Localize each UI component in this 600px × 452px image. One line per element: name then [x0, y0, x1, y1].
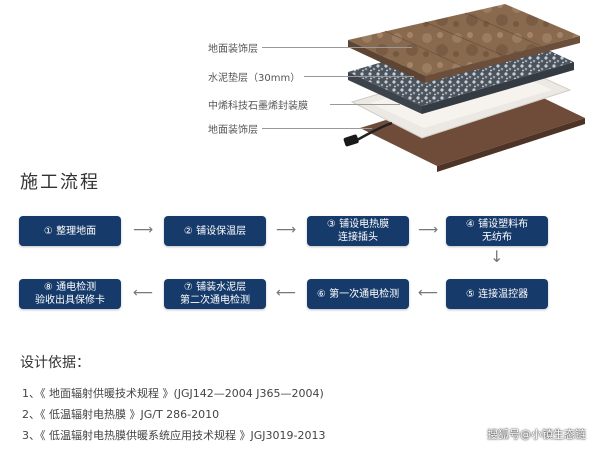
- process-title: 施工流程: [20, 172, 100, 193]
- step-3-box: ③ 铺设电热膜 连接插头: [307, 216, 409, 246]
- step-5-box: ⑤ 连接温控器: [446, 279, 548, 309]
- step-4-label: ④ 铺设塑料布 无纺布: [465, 219, 529, 243]
- layer-label-cement: 水泥垫层（30mm）: [208, 73, 301, 84]
- step-7-box: ⑦ 铺装水泥层 第二次通电检测: [164, 279, 266, 309]
- step-2-label: ② 铺设保温层: [183, 225, 247, 237]
- step-8-box: ⑧ 通电检测 验收出具保修卡: [19, 279, 121, 309]
- arrow-left-icon: ⟵: [276, 285, 297, 301]
- step-6-box: ⑥ 第一次通电检测: [307, 279, 409, 309]
- arrow-right-icon: ⟶: [133, 222, 154, 238]
- basis-item-2: 2、《 低温辐射电热膜 》JG/T 286-2010: [22, 408, 220, 421]
- layer-label-tile: 地面装饰层: [208, 44, 258, 55]
- floor-layers-illustration: 地面装饰层 水泥垫层（30mm） 中烯科技石墨烯封装膜 地面装饰层: [0, 0, 600, 175]
- step-3-label: ③ 铺设电热膜 连接插头: [326, 219, 390, 243]
- step-7-label: ⑦ 铺装水泥层 第二次通电检测: [180, 282, 250, 306]
- step-1-label: ① 整理地面: [43, 225, 97, 237]
- leader-line-base: [262, 128, 372, 129]
- step-1-box: ① 整理地面: [19, 216, 121, 246]
- step-8-label: ⑧ 通电检测 验收出具保修卡: [35, 282, 105, 306]
- tile-layer-side: [348, 40, 425, 83]
- leader-line-cement: [304, 76, 414, 77]
- layers-svg: [343, 4, 585, 172]
- basis-item-3: 3、《 低温辐射电热膜供暖系统应用技术规程 》JGJ3019-2013: [22, 429, 326, 442]
- basis-item-1: 1、《 地面辐射供暖技术规程 》(JGJ142—2004 J365—2004): [22, 387, 324, 400]
- tile-layer-side-right: [425, 36, 580, 83]
- watermark: 搜狐号@小镇生态链: [487, 428, 586, 441]
- step-6-label: ⑥ 第一次通电检测: [316, 288, 400, 300]
- plug: [343, 134, 359, 147]
- cement-layer-side-right: [422, 62, 574, 114]
- arrow-left-icon: ⟵: [418, 285, 439, 301]
- leader-line-tile: [262, 47, 412, 48]
- arrow-right-icon: ⟶: [276, 222, 297, 238]
- layer-label-film: 中烯科技石墨烯封装膜: [208, 101, 308, 112]
- step-4-box: ④ 铺设塑料布 无纺布: [446, 216, 548, 246]
- arrow-down-icon: ↓: [490, 247, 504, 266]
- step-2-box: ② 铺设保温层: [164, 216, 266, 246]
- base-layer-side: [437, 118, 585, 172]
- step-5-label: ⑤ 连接温控器: [465, 288, 529, 300]
- cable: [356, 121, 393, 142]
- tile-layer-top: [348, 4, 580, 76]
- arrow-left-icon: ⟵: [133, 285, 154, 301]
- basis-title: 设计依据：: [20, 355, 90, 371]
- leader-line-film: [330, 104, 400, 105]
- cement-layer-side: [348, 72, 422, 114]
- layer-label-base: 地面装饰层: [208, 125, 258, 136]
- arrow-right-icon: ⟶: [418, 222, 439, 238]
